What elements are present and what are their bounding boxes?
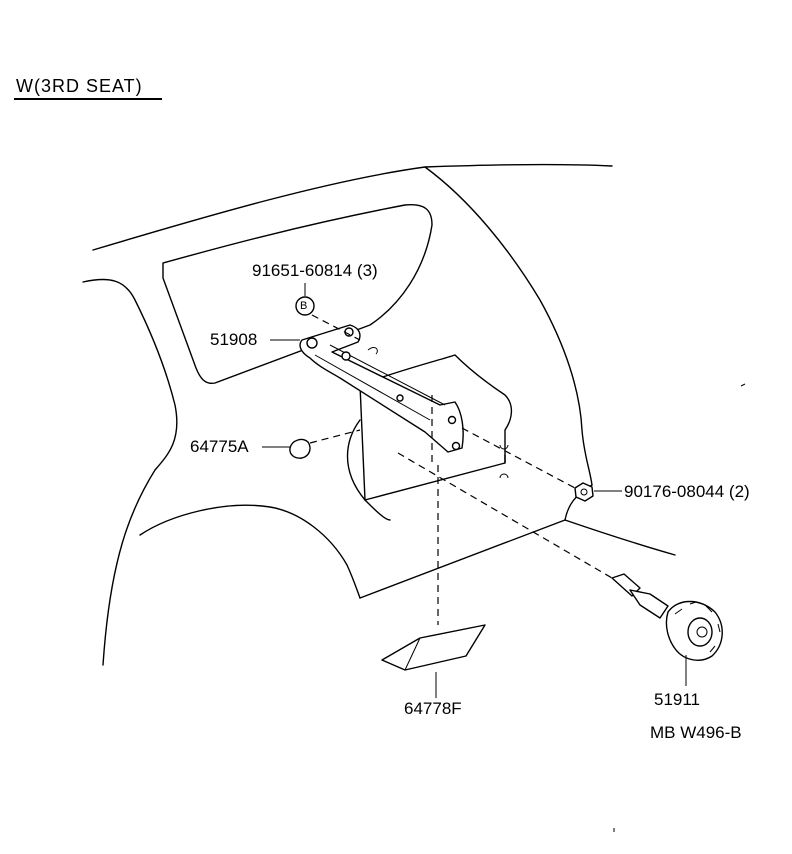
label-cover-64775a: 64775A — [190, 437, 249, 456]
carrier-51911-shape — [611, 573, 723, 686]
bracket-51908-shape — [299, 324, 464, 453]
label-bracket-51908: 51908 — [210, 330, 258, 349]
cover-64775a-shape — [262, 438, 311, 459]
tray-64778f-shape — [381, 624, 486, 698]
label-carrier-51911: 51911 — [654, 690, 701, 709]
bolt-marker-letter: B — [300, 300, 308, 312]
diagram-code: MB W496-B — [650, 723, 742, 742]
title-underline — [14, 98, 162, 100]
label-nut-90176: 90176-08044 (2) — [624, 482, 750, 501]
bolt-marker-b — [295, 283, 315, 316]
diagram-title: W(3RD SEAT) — [16, 76, 143, 96]
vehicle-body-outline — [82, 163, 676, 666]
label-tray-64778f: 64778F — [404, 699, 462, 718]
nut-90176-shape — [574, 482, 622, 502]
label-bolt-91651: 91651-60814 (3) — [252, 261, 378, 280]
